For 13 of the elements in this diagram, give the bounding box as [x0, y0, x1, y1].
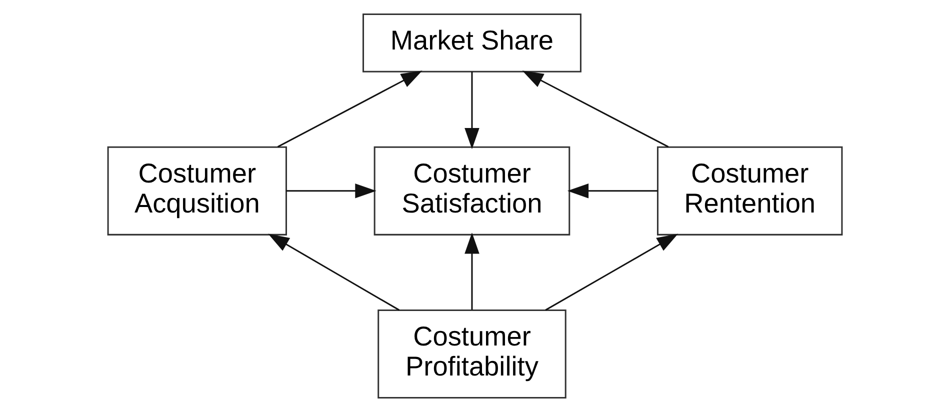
- node-box: Costumer Acqusition: [107, 146, 287, 236]
- arrow: [464, 232, 480, 310]
- arrow: [522, 70, 669, 148]
- node-box: Market Share: [362, 13, 582, 72]
- arrow: [286, 184, 376, 198]
- arrow: [277, 70, 422, 148]
- arrow: [268, 234, 400, 311]
- node-box: Costumer Satisfaction: [374, 146, 570, 236]
- arrow: [545, 234, 678, 311]
- arrow: [567, 184, 658, 198]
- node-box: Costumer Profitability: [378, 309, 566, 399]
- arrow: [464, 72, 480, 150]
- node-box: Costumer Rentention: [656, 146, 843, 236]
